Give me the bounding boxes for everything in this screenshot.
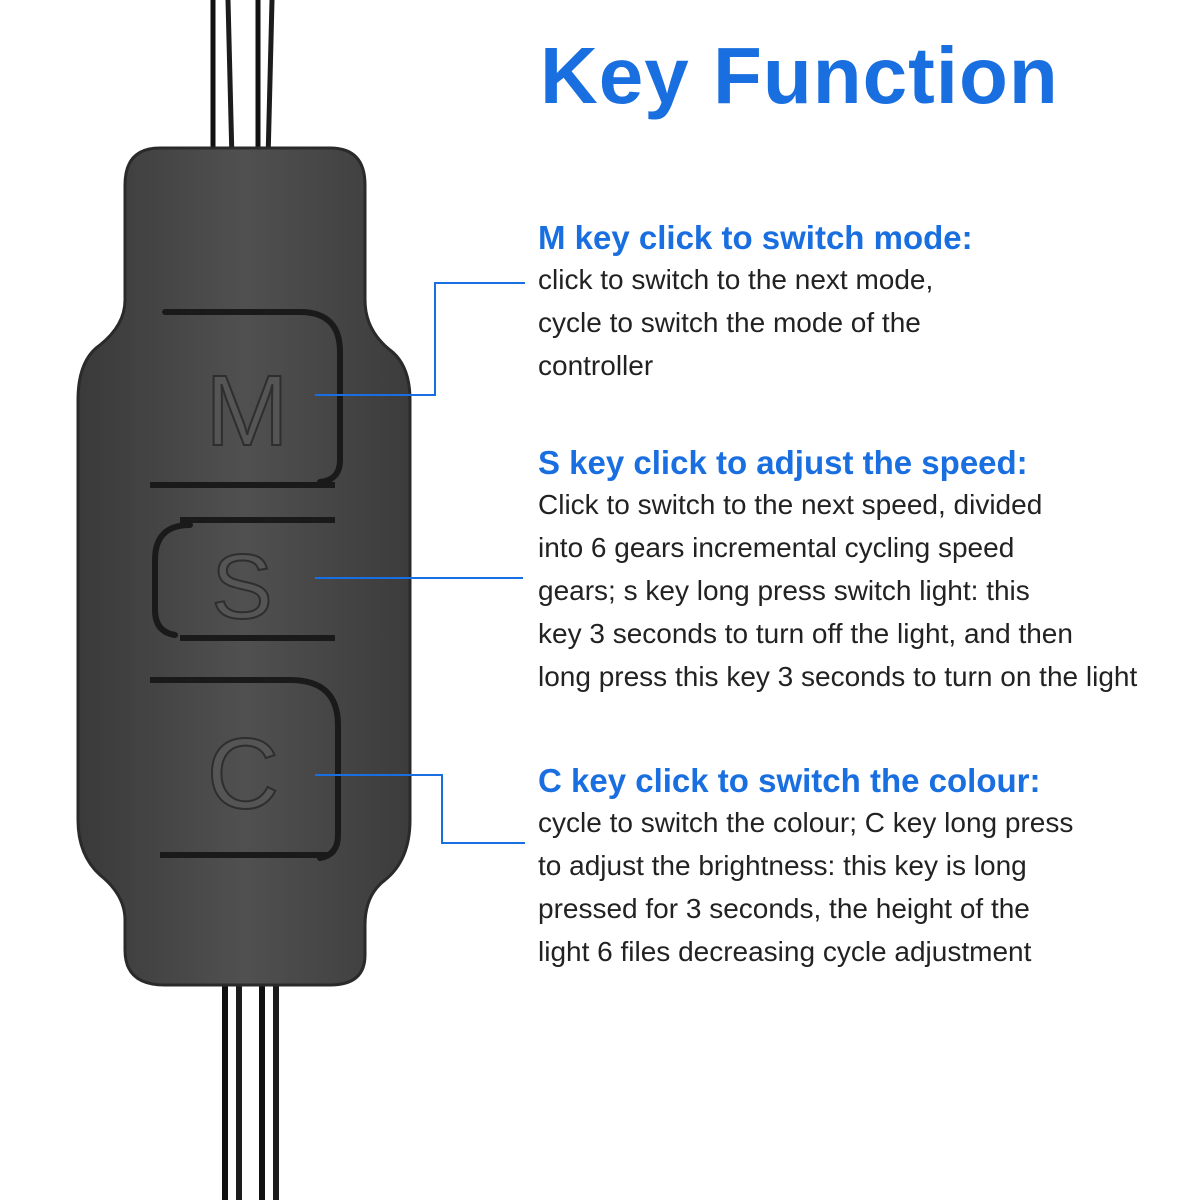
- m-callout-line: [315, 282, 525, 396]
- description-line: Click to switch to the next speed, divid…: [538, 489, 1043, 520]
- description-line: to adjust the brightness: this key is lo…: [538, 850, 1027, 881]
- m-key-letter: M: [205, 355, 288, 467]
- c-key-description: cycle to switch the colour; C key long p…: [538, 801, 1198, 973]
- c-key-heading: C key click to switch the colour:: [538, 762, 1041, 799]
- m-key[interactable]: M: [150, 309, 343, 488]
- m-key-description: click to switch to the next mode, cycle …: [538, 258, 1198, 387]
- description-line: long press this key 3 seconds to turn on…: [538, 661, 1138, 692]
- description-line: cycle to switch the mode of the: [538, 307, 921, 338]
- bottom-cable: [222, 950, 279, 1200]
- description-line: pressed for 3 seconds, the height of the: [538, 893, 1030, 924]
- c-key[interactable]: C: [150, 677, 341, 861]
- s-key-letter: S: [211, 536, 272, 638]
- description-line: into 6 gears incremental cycling speed: [538, 532, 1015, 563]
- description-line: controller: [538, 350, 654, 381]
- description-line: gears; s key long press switch light: th…: [538, 575, 1030, 606]
- top-cable: [210, 0, 275, 161]
- description-line: key 3 seconds to turn off the light, and…: [538, 618, 1073, 649]
- c-callout-line: [315, 774, 525, 844]
- s-key[interactable]: S: [152, 517, 335, 641]
- description-line: cycle to switch the colour; C key long p…: [538, 807, 1074, 838]
- m-key-section: M key click to switch mode: click to swi…: [538, 218, 1198, 387]
- description-line: click to switch to the next mode,: [538, 264, 934, 295]
- s-key-heading: S key click to adjust the speed:: [538, 444, 1028, 481]
- s-key-description: Click to switch to the next speed, divid…: [538, 483, 1198, 698]
- c-key-section: C key click to switch the colour: cycle …: [538, 761, 1198, 973]
- m-key-heading: M key click to switch mode:: [538, 219, 973, 256]
- s-key-section: S key click to adjust the speed: Click t…: [538, 443, 1198, 698]
- c-key-letter: C: [207, 718, 279, 830]
- page-title: Key Function: [540, 31, 1059, 120]
- description-line: light 6 files decreasing cycle adjustmen…: [538, 936, 1032, 967]
